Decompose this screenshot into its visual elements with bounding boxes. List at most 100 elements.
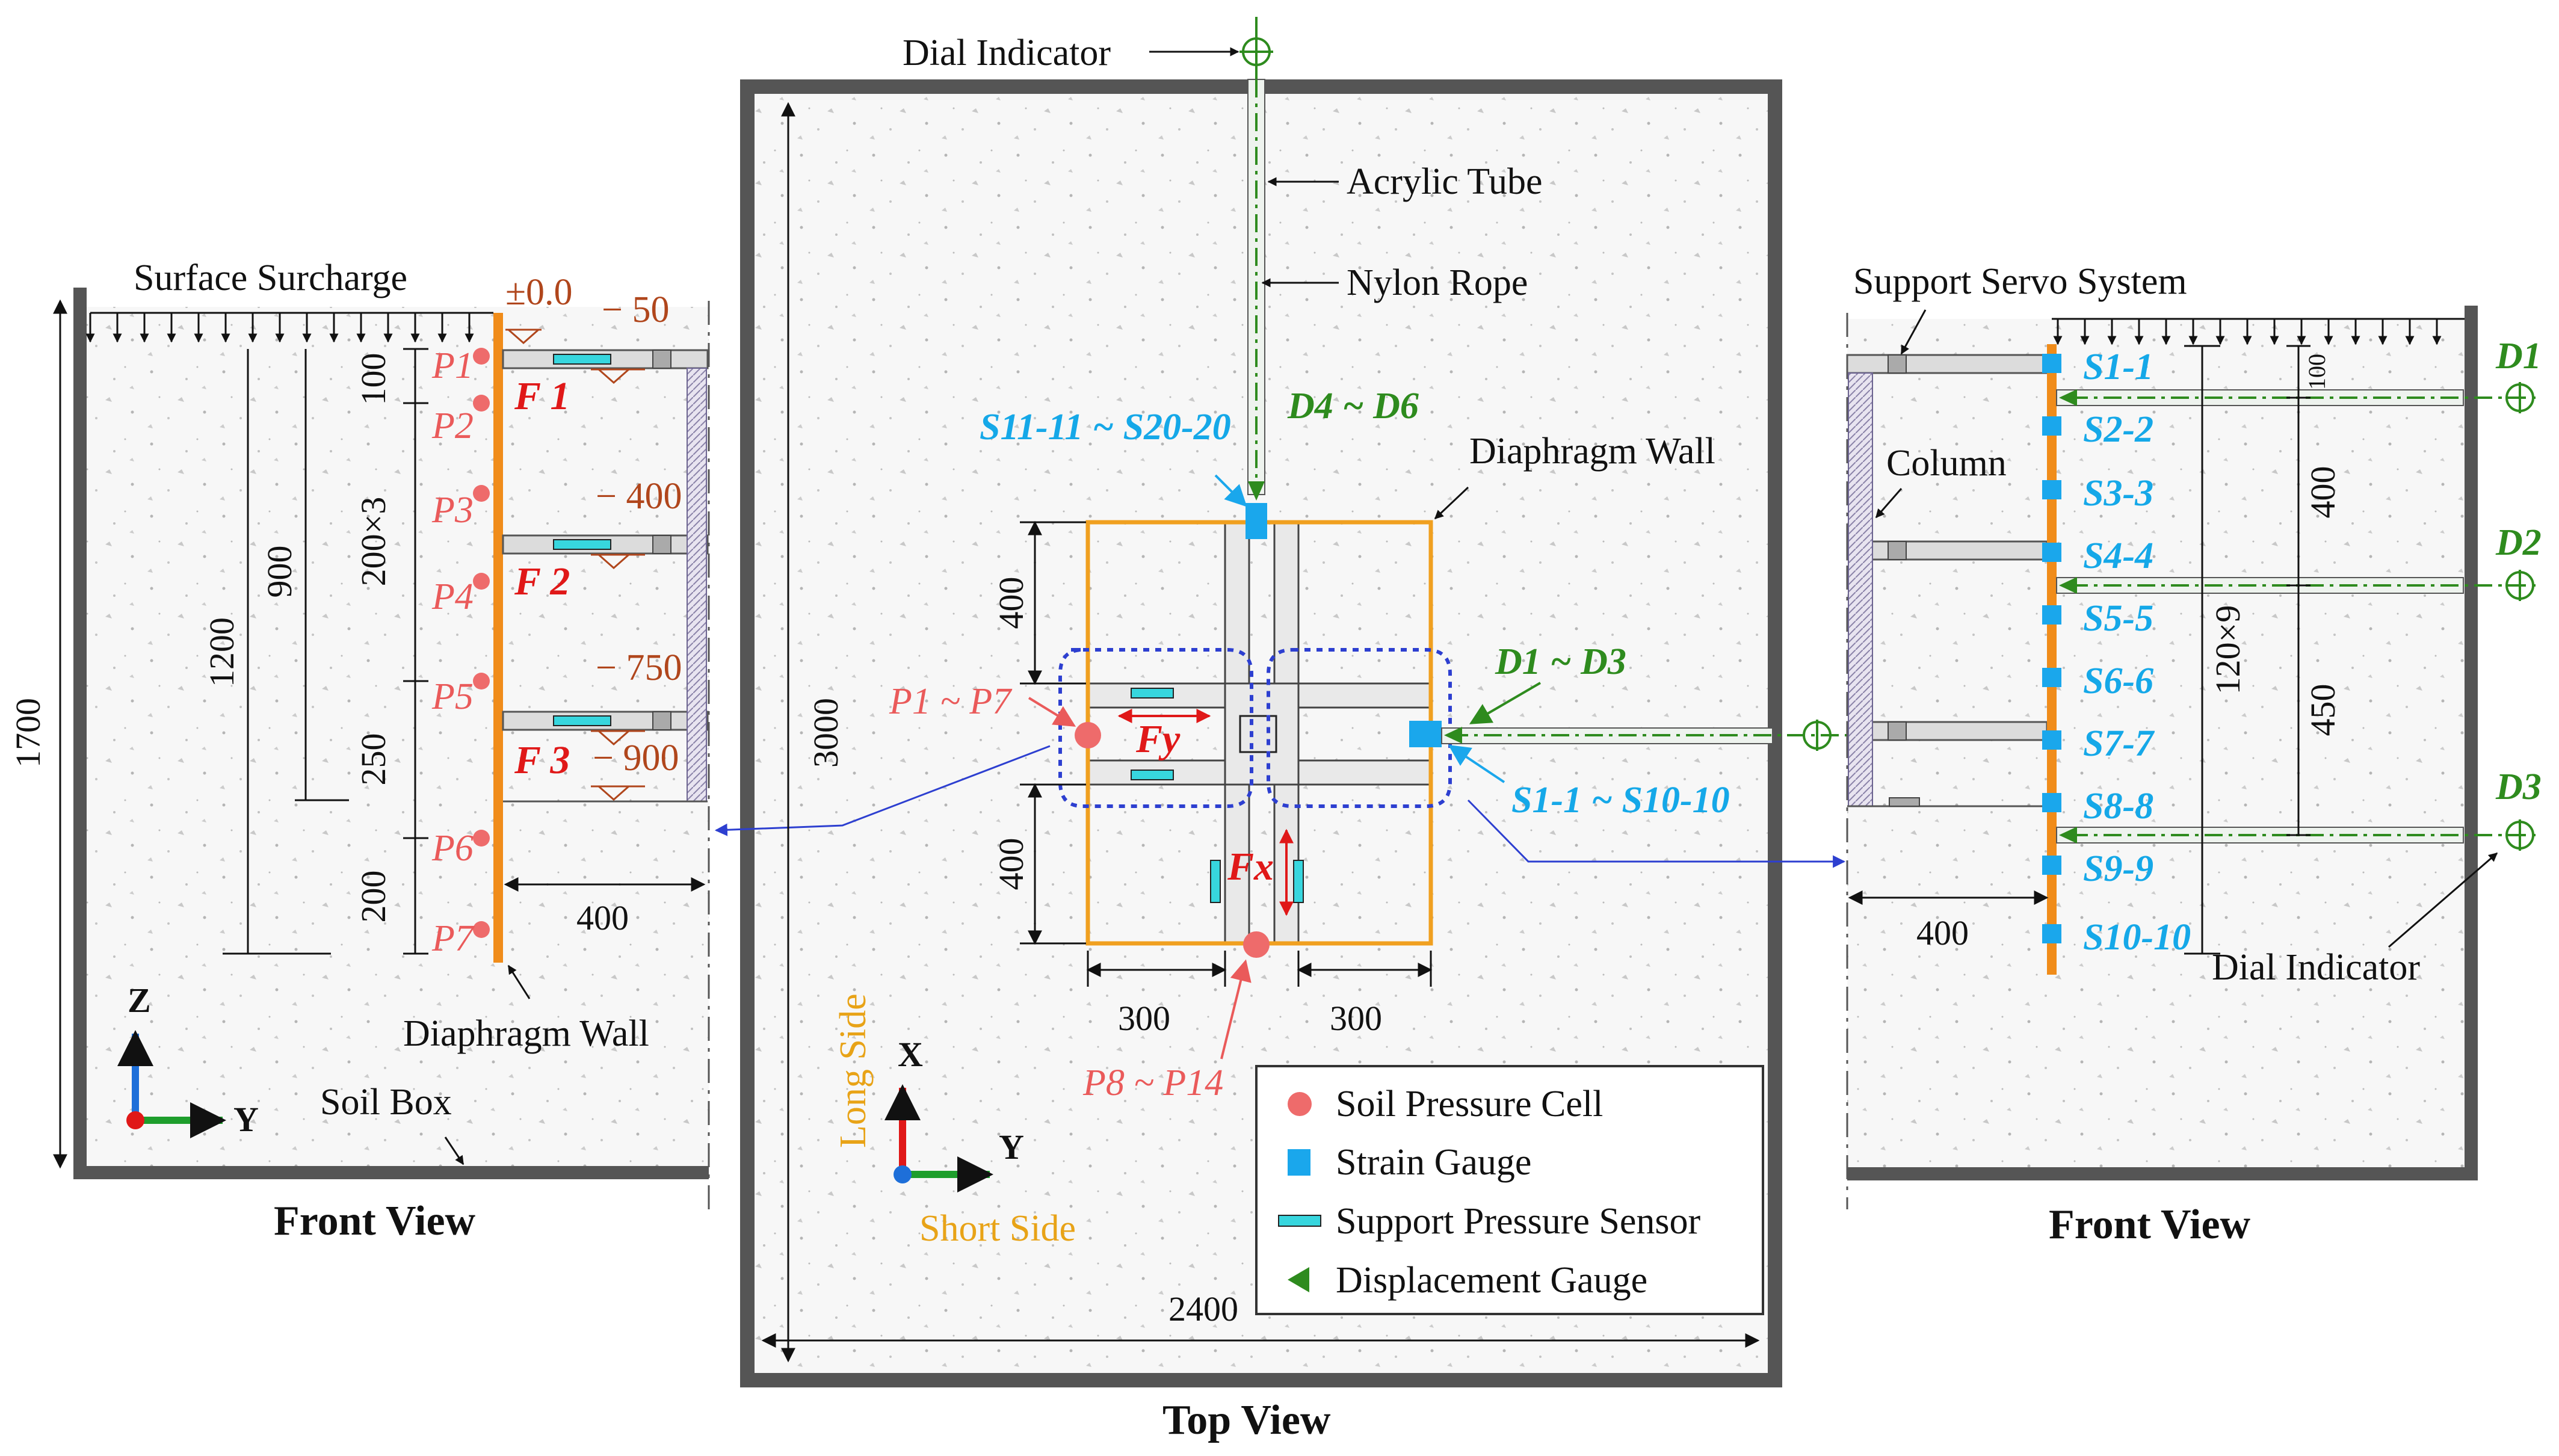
dim-400-top-b: 400 bbox=[992, 838, 1031, 890]
right-diaphragm-wall bbox=[2047, 344, 2057, 975]
d1-label: D1 bbox=[2495, 336, 2542, 377]
right-soil-box-bottom bbox=[1847, 1167, 2478, 1180]
left-soil-box-bottom bbox=[73, 1166, 709, 1179]
svg-text:S5-5: S5-5 bbox=[2083, 598, 2153, 639]
left-diaphragm-wall-label: Diaphragm Wall bbox=[403, 1013, 649, 1054]
dim-200x3: 200×3 bbox=[354, 497, 393, 587]
level-50: − 50 bbox=[602, 289, 669, 330]
svg-text:P2: P2 bbox=[431, 406, 474, 446]
left-surcharge-arrows bbox=[85, 312, 493, 343]
top-pressure-cell-west bbox=[1075, 722, 1101, 748]
svg-text:S6-6: S6-6 bbox=[2083, 661, 2153, 702]
dim-1700: 1700 bbox=[8, 698, 48, 768]
dim-250: 250 bbox=[354, 733, 393, 786]
acrylic-tube-label: Acrylic Tube bbox=[1347, 161, 1543, 202]
legend-displacement-gauge: Displacement Gauge bbox=[1336, 1260, 1647, 1301]
top-axis-y: Y bbox=[999, 1127, 1024, 1167]
legend: Soil Pressure Cell Strain Gauge Support … bbox=[1255, 1065, 1764, 1315]
dim-400-left: 400 bbox=[576, 898, 629, 937]
top-view: Dial Indicator Acrylic Tube Nylon Rope bbox=[714, 17, 1853, 1443]
top-pressure-cell-south bbox=[1243, 931, 1270, 958]
short-side-label: Short Side bbox=[919, 1208, 1076, 1249]
level-750: − 750 bbox=[596, 647, 682, 688]
svg-text:P1: P1 bbox=[431, 345, 474, 386]
legend-support-pressure-sensor: Support Pressure Sensor bbox=[1336, 1201, 1701, 1242]
top-dimension-lines bbox=[761, 102, 1760, 1363]
left-axes bbox=[117, 1030, 226, 1138]
left-front-view: Surface Surcharge ±0.0 − 50 − 400 bbox=[8, 258, 710, 1244]
right-strain-labels: S1-1 S2-2 S3-3 S4-4 S5-5 S6-6 S7-7 S8-8 … bbox=[2083, 347, 2191, 958]
connector-to-right bbox=[1467, 799, 1846, 868]
support-pressure-sensor-icon bbox=[1278, 1215, 1321, 1227]
left-level-marks bbox=[505, 329, 645, 801]
legend-soil-pressure-cell: Soil Pressure Cell bbox=[1336, 1084, 1603, 1124]
acrylic-tube bbox=[1247, 79, 1265, 501]
svg-text:S4-4: S4-4 bbox=[2083, 535, 2153, 576]
svg-text:P4: P4 bbox=[431, 576, 474, 617]
column-label: Column bbox=[1886, 443, 2007, 484]
level-900: − 900 bbox=[593, 738, 679, 779]
long-side-label: Long Side bbox=[833, 993, 874, 1148]
top-view-title: Top View bbox=[1162, 1397, 1331, 1443]
left-pressure-labels: P1 P2 P3 P4 P5 P6 P7 bbox=[431, 345, 475, 959]
d-top-label: D4 ~ D6 bbox=[1287, 386, 1419, 427]
dim-200: 200 bbox=[354, 871, 393, 923]
p-left-label: P1 ~ P7 bbox=[889, 681, 1013, 722]
svg-text:P7: P7 bbox=[431, 918, 475, 959]
support-servo-label: Support Servo System bbox=[1853, 261, 2187, 302]
left-diaphragm-wall bbox=[493, 313, 503, 963]
left-front-view-title: Front View bbox=[274, 1198, 476, 1244]
right-front-view-title: Front View bbox=[2049, 1202, 2251, 1248]
dim-300-a: 300 bbox=[1118, 999, 1170, 1038]
left-axis-z: Z bbox=[128, 981, 151, 1020]
s-top-label: S11-11 ~ S20-20 bbox=[980, 407, 1231, 448]
d2-label: D2 bbox=[2495, 522, 2542, 563]
soil-box-label: Soil Box bbox=[320, 1082, 452, 1123]
svg-text:S10-10: S10-10 bbox=[2083, 917, 2191, 958]
soil-pressure-cell-icon bbox=[1288, 1092, 1312, 1116]
s-right-label: S1-1 ~ S10-10 bbox=[1511, 780, 1730, 821]
dim-900: 900 bbox=[260, 546, 299, 598]
surface-surcharge-label: Surface Surcharge bbox=[134, 258, 407, 298]
force-fx: Fx bbox=[1227, 845, 1274, 889]
level-400: − 400 bbox=[596, 476, 682, 517]
displacement-gauge-icon bbox=[1288, 1267, 1309, 1292]
left-dimension-lines bbox=[53, 299, 706, 1169]
svg-text:S9-9: S9-9 bbox=[2083, 848, 2153, 889]
dial-indicator-top-label: Dial Indicator bbox=[903, 32, 1111, 73]
dim-100-right: 100 bbox=[2303, 354, 2330, 390]
d3-label: D3 bbox=[2495, 767, 2542, 807]
legend-strain-gauge: Strain Gauge bbox=[1336, 1142, 1531, 1183]
svg-text:S2-2: S2-2 bbox=[2083, 409, 2153, 450]
right-front-view: S1-1 S2-2 S3-3 S4-4 S5-5 S6-6 S7-7 S8-8 … bbox=[1846, 261, 2542, 1248]
right-dimension-lines bbox=[1848, 345, 2311, 955]
force-f3: F 3 bbox=[514, 738, 570, 782]
top-axes bbox=[884, 1084, 993, 1192]
nylon-rope-label: Nylon Rope bbox=[1347, 262, 1528, 303]
dim-120x9: 120×9 bbox=[2208, 605, 2247, 695]
dim-450: 450 bbox=[2303, 684, 2342, 736]
svg-text:S8-8: S8-8 bbox=[2083, 786, 2153, 827]
dim-300-b: 300 bbox=[1330, 999, 1382, 1038]
svg-text:S3-3: S3-3 bbox=[2083, 473, 2153, 514]
p-bottom-label: P8 ~ P14 bbox=[1082, 1063, 1223, 1103]
d-right-label: D1 ~ D3 bbox=[1495, 641, 1626, 682]
left-struts bbox=[502, 349, 709, 803]
left-axis-y: Y bbox=[233, 1100, 259, 1139]
right-strain-gauges bbox=[2042, 354, 2061, 943]
top-dial-indicator-icon bbox=[1239, 17, 1273, 79]
dim-400-top-a: 400 bbox=[992, 577, 1031, 629]
right-soil-box-wall bbox=[2465, 306, 2478, 1180]
connector-to-left bbox=[714, 745, 1051, 836]
dim-400-right-h: 400 bbox=[1916, 913, 1969, 952]
svg-text:P5: P5 bbox=[431, 676, 474, 717]
dim-400-right-v: 400 bbox=[2303, 466, 2342, 519]
top-box-left bbox=[740, 79, 755, 1387]
right-dial-indicator-label: Dial Indicator bbox=[2212, 947, 2420, 988]
strain-gauge-icon bbox=[1288, 1149, 1310, 1176]
left-pressure-cells bbox=[473, 348, 490, 938]
right-struts bbox=[1846, 354, 2048, 807]
top-axis-x: X bbox=[898, 1035, 923, 1074]
right-displacement-tubes bbox=[2056, 382, 2539, 851]
